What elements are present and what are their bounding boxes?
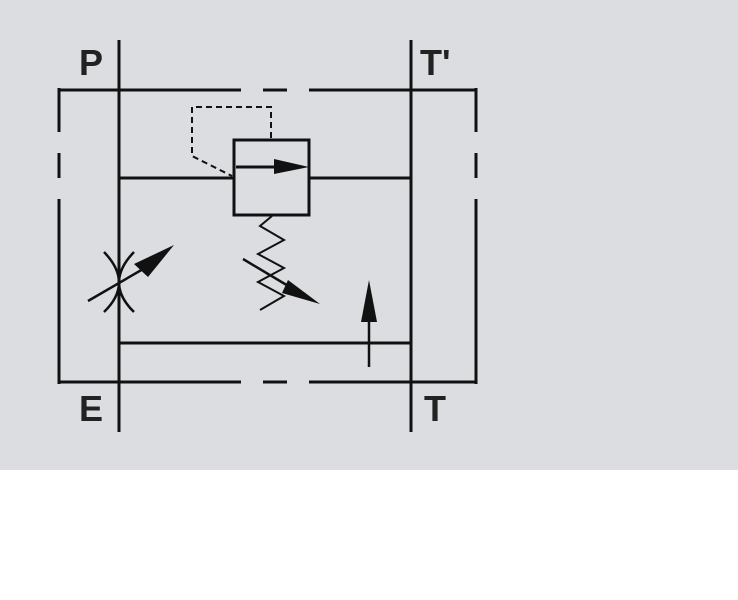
relief-valve-body xyxy=(232,138,311,217)
port-label-t-prime: T' xyxy=(420,42,451,83)
valve-flow-arrow xyxy=(236,159,309,174)
port-label-p: P xyxy=(79,42,103,83)
spring-adjust-arrow xyxy=(242,257,320,304)
adjustable-spring xyxy=(255,215,287,311)
port-label-t: T xyxy=(424,388,446,429)
pilot-line xyxy=(191,106,272,177)
adjustable-throttle xyxy=(87,245,174,313)
diagram-panel xyxy=(0,0,738,470)
valve-enclosure xyxy=(57,88,478,384)
port-label-e: E xyxy=(79,388,103,429)
return-flow-arrow xyxy=(361,280,377,367)
